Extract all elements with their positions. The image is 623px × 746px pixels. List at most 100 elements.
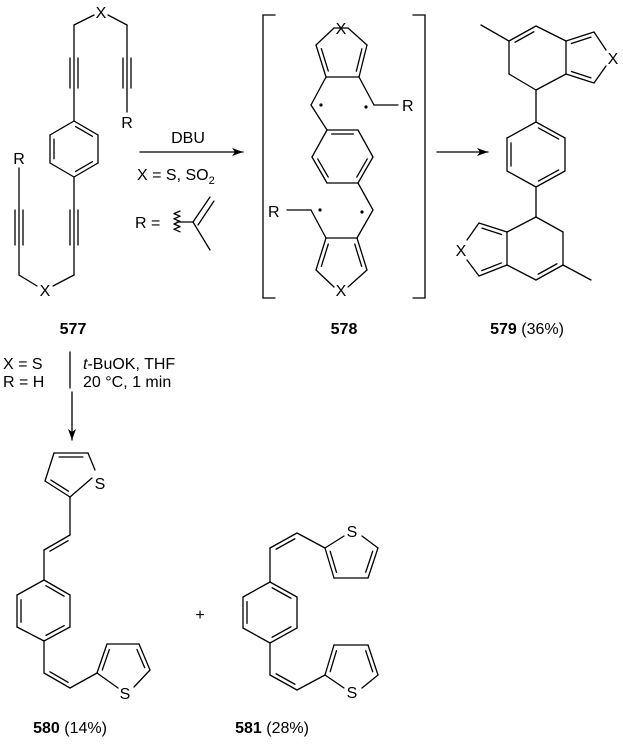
bond bbox=[49, 120, 75, 136]
radical-dot bbox=[319, 103, 323, 107]
bond bbox=[324, 535, 345, 549]
double-bond bbox=[356, 158, 368, 178]
atom-x: X bbox=[608, 51, 619, 68]
bond bbox=[367, 644, 379, 676]
bond bbox=[508, 73, 537, 91]
double-bond bbox=[537, 169, 560, 182]
bond bbox=[269, 627, 298, 644]
atom-x: X bbox=[40, 283, 51, 300]
temperature-time: 20 °C, 1 min bbox=[83, 374, 171, 391]
bond bbox=[73, 162, 99, 178]
double-bond bbox=[329, 649, 338, 673]
bond bbox=[269, 532, 298, 549]
bond bbox=[310, 104, 328, 131]
reaction-arrow-head bbox=[232, 148, 243, 156]
bond bbox=[43, 579, 71, 596]
bond bbox=[562, 264, 592, 281]
bond bbox=[16, 579, 45, 596]
atom-r: R bbox=[402, 98, 414, 115]
bond bbox=[480, 24, 510, 42]
bond bbox=[18, 274, 38, 287]
wavy-bond bbox=[173, 210, 181, 215]
bond bbox=[296, 674, 326, 691]
bond bbox=[535, 121, 566, 139]
bond bbox=[535, 73, 567, 91]
atom-x: X bbox=[456, 243, 467, 260]
compound-label-580: 580 (14%) bbox=[33, 720, 107, 737]
double-bond bbox=[45, 585, 65, 597]
bond bbox=[478, 222, 508, 233]
bond bbox=[593, 65, 607, 84]
bond bbox=[466, 259, 480, 277]
bond bbox=[311, 156, 328, 184]
bond bbox=[96, 643, 108, 674]
substituent-r: R = H bbox=[3, 374, 44, 391]
bond bbox=[367, 547, 379, 579]
product-579: X X 579 (36%) bbox=[456, 51, 619, 338]
bond bbox=[44, 452, 55, 482]
bond bbox=[356, 237, 368, 271]
bond bbox=[593, 31, 607, 51]
bond bbox=[535, 25, 567, 42]
compound-label-579: 579 (36%) bbox=[490, 321, 564, 338]
double-bond bbox=[570, 70, 592, 79]
radical-dot bbox=[318, 208, 322, 212]
bond bbox=[347, 27, 368, 46]
bond bbox=[49, 162, 75, 178]
bond-lines bbox=[14, 14, 607, 691]
bond bbox=[44, 480, 71, 498]
condition-x: X = S, SO2 bbox=[137, 167, 215, 187]
double-bond bbox=[74, 125, 94, 138]
intermediate-578: X R R X 578 bbox=[268, 21, 414, 338]
double-bond bbox=[514, 31, 535, 43]
wavy-bond bbox=[173, 228, 181, 233]
bond bbox=[478, 264, 508, 277]
product-581: S S 581 (28%) bbox=[235, 524, 357, 737]
double-bond bbox=[329, 550, 338, 574]
atom-s: S bbox=[120, 686, 131, 703]
reaction-arrow-down-head bbox=[68, 429, 76, 440]
substituent-x: X = S bbox=[3, 356, 43, 373]
bond bbox=[69, 477, 93, 498]
bond bbox=[107, 14, 128, 26]
bond bbox=[508, 25, 537, 42]
bond bbox=[535, 170, 566, 188]
atom-s: S bbox=[95, 476, 106, 493]
wavy-bond bbox=[173, 212, 181, 217]
double-bond bbox=[317, 158, 329, 178]
wavy-bond bbox=[173, 225, 181, 230]
bond bbox=[506, 264, 537, 281]
atom-x: X bbox=[336, 21, 347, 38]
bond bbox=[242, 627, 271, 644]
atom-x: X bbox=[336, 283, 347, 300]
double-bond bbox=[537, 127, 560, 140]
wavy-bond bbox=[173, 218, 181, 223]
bond bbox=[311, 129, 328, 158]
bond bbox=[296, 532, 326, 549]
bond bbox=[357, 129, 374, 158]
atom-r: R bbox=[268, 204, 280, 221]
bond bbox=[43, 626, 71, 642]
bond bbox=[535, 216, 564, 233]
bond bbox=[96, 672, 119, 689]
reaction-2-conditions: X = S R = H t-BuOK, THF 20 °C, 1 min bbox=[3, 356, 175, 391]
bond bbox=[506, 170, 537, 188]
atom-s: S bbox=[347, 524, 358, 541]
bond bbox=[357, 156, 374, 184]
radical-dot bbox=[360, 210, 364, 214]
reaction-arrow-head bbox=[477, 148, 488, 156]
reagent: t-BuOK, THF bbox=[83, 356, 175, 373]
compound-label-581: 581 (28%) bbox=[235, 720, 309, 737]
bond bbox=[358, 76, 375, 106]
double-bond bbox=[101, 649, 110, 671]
compound-label-577: 577 bbox=[60, 321, 87, 338]
double-bond bbox=[354, 243, 363, 268]
double-bond bbox=[365, 650, 374, 673]
bond bbox=[315, 27, 335, 46]
bond bbox=[324, 674, 345, 689]
bond bbox=[361, 674, 379, 689]
bond bbox=[43, 672, 71, 689]
reagent-dbu: DBU bbox=[171, 130, 205, 147]
double-bond bbox=[365, 550, 374, 573]
bond bbox=[242, 581, 271, 598]
